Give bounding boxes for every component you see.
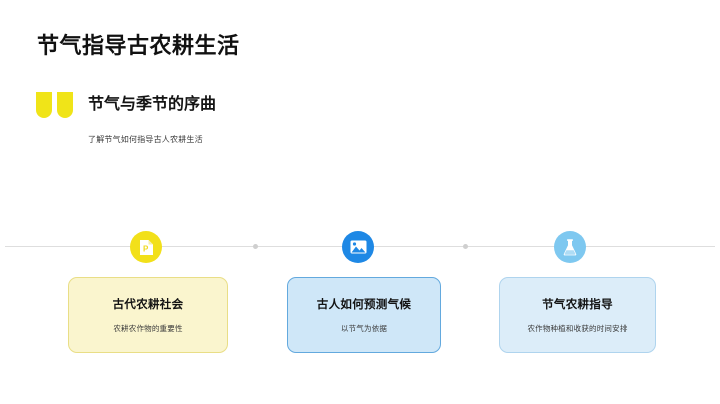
card-description: 以节气为依据 <box>340 324 388 333</box>
flask-beaker-icon <box>562 238 578 256</box>
card-description: 农耕农作物的重要性 <box>113 324 183 333</box>
svg-text:P: P <box>143 244 149 253</box>
card-title: 节气农耕指导 <box>542 299 613 311</box>
card-title: 古人如何预测气候 <box>316 299 412 311</box>
quote-heading: 节气与季节的序曲 <box>88 96 217 113</box>
card-description: 农作物种植和收获的时间安排 <box>527 324 628 333</box>
quote-section: 节气与季节的序曲 了解节气如何指导古人农耕生活 <box>34 90 334 160</box>
quote-mark-icon <box>34 92 78 120</box>
timeline-dot <box>463 244 468 249</box>
quote-subtitle: 了解节气如何指导古人农耕生活 <box>88 135 203 144</box>
timeline-node-3[interactable] <box>554 231 586 263</box>
image-picture-icon <box>350 240 367 254</box>
card-title: 古代农耕社会 <box>112 299 184 311</box>
page-title: 节气指导古农耕生活 <box>37 33 240 58</box>
timeline-node-1[interactable]: P <box>130 231 162 263</box>
timeline-card-1[interactable]: 古代农耕社会 农耕农作物的重要性 <box>68 277 228 353</box>
timeline-node-2[interactable] <box>342 231 374 263</box>
timeline-card-2[interactable]: 古人如何预测气候 以节气为依据 <box>287 277 441 353</box>
document-p-icon: P <box>139 239 154 256</box>
timeline-dot <box>253 244 258 249</box>
timeline-card-3[interactable]: 节气农耕指导 农作物种植和收获的时间安排 <box>499 277 656 353</box>
